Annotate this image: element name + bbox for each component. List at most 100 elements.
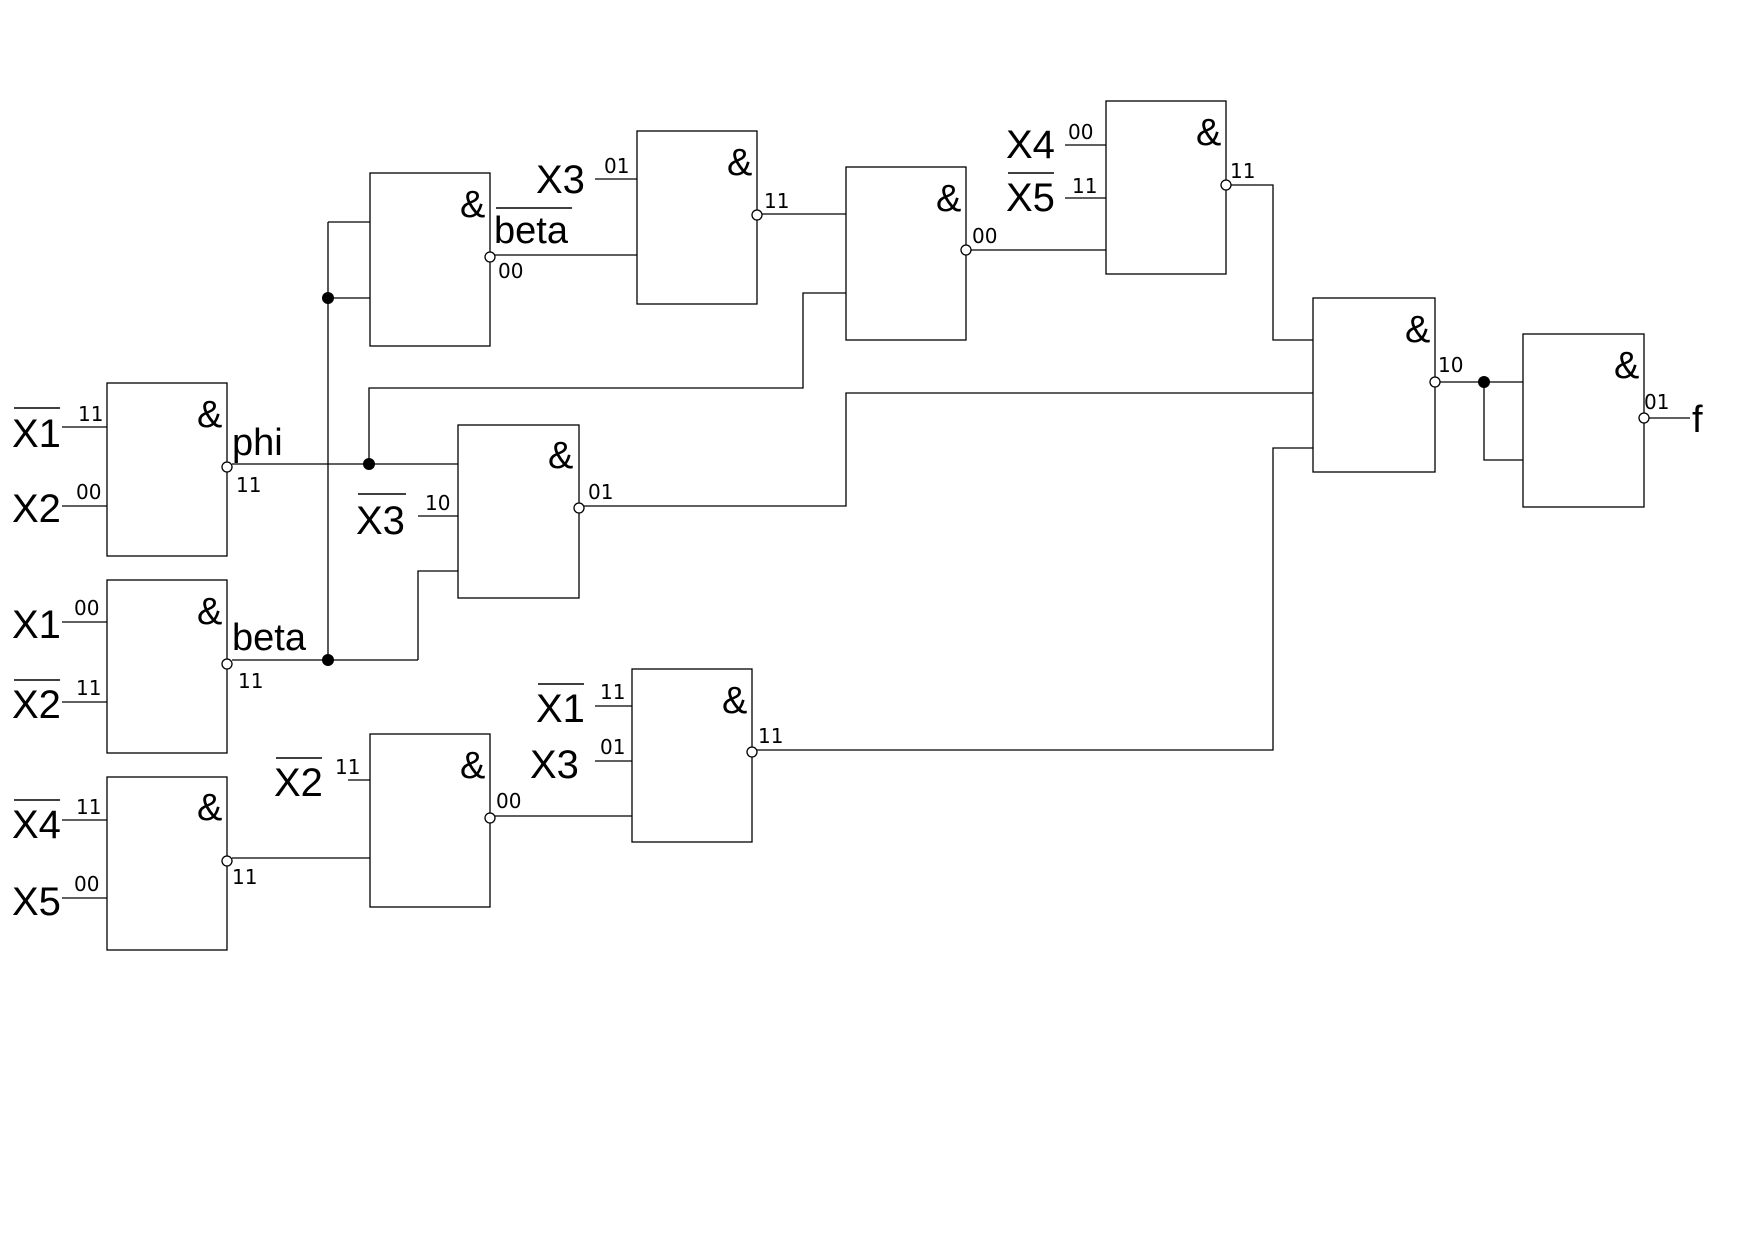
input-label: X1	[12, 412, 61, 456]
and-symbol: &	[727, 142, 752, 184]
gate-g3: &	[106, 776, 233, 951]
logic-codes: 11 00 00 11 11 00 10 11 01 11 01 00 11 1…	[74, 120, 1669, 896]
and-gate-body	[845, 166, 967, 341]
junction-dot	[322, 654, 334, 666]
inverter-bubble	[751, 209, 763, 221]
output-label-f: f	[1692, 399, 1703, 441]
junction-dot	[363, 458, 375, 470]
output-code: 10	[1438, 353, 1463, 377]
signal-label-beta-negated: beta	[494, 210, 569, 252]
input-code: 11	[1072, 174, 1097, 198]
gate-g8: &	[631, 668, 758, 843]
and-gate-body	[636, 130, 758, 305]
inverter-bubble	[221, 658, 233, 670]
signal-labels: phi beta beta f	[232, 207, 1703, 659]
junctions	[322, 292, 1490, 666]
and-symbol: &	[460, 184, 485, 226]
gate-g7: &	[636, 130, 763, 305]
input-label: X2	[12, 683, 61, 727]
inverter-bubble	[221, 461, 233, 473]
and-symbol: &	[1614, 345, 1639, 387]
input-code: 00	[74, 596, 99, 620]
input-code: 11	[76, 795, 101, 819]
output-code: 11	[236, 473, 261, 497]
output-code: 11	[238, 669, 263, 693]
gate-g10: &	[1105, 100, 1232, 275]
gate-g1: &	[106, 382, 233, 557]
and-symbol: &	[460, 745, 485, 787]
output-code: 11	[232, 865, 257, 889]
and-symbol: &	[197, 591, 222, 633]
wire-beta-to-g5	[417, 570, 458, 660]
wire-g11-to-g12-in2	[1483, 382, 1523, 461]
and-gate-body	[1105, 100, 1227, 275]
input-code: 01	[600, 735, 625, 759]
and-gate-body	[106, 776, 228, 951]
and-symbol: &	[722, 680, 747, 722]
input-label: X4	[12, 803, 61, 847]
output-code: 01	[588, 480, 613, 504]
output-code: 11	[1230, 159, 1255, 183]
input-label: X2	[274, 761, 323, 805]
input-label: X4	[1006, 123, 1055, 167]
gate-g11: &	[1312, 297, 1441, 473]
input-label: X3	[356, 499, 405, 543]
input-code: 01	[604, 154, 629, 178]
and-symbol: &	[1196, 112, 1221, 154]
input-label: X2	[12, 487, 61, 531]
wires	[62, 144, 1690, 899]
and-symbol: &	[936, 178, 961, 220]
gate-g9: &	[845, 166, 972, 341]
and-gate-body	[106, 382, 228, 557]
output-code: 00	[972, 224, 997, 248]
input-label: X3	[530, 743, 579, 787]
inverter-bubble	[1638, 412, 1650, 424]
output-code: 00	[498, 259, 523, 283]
gate-g2: &	[106, 579, 233, 754]
input-label: X1	[536, 687, 585, 731]
and-gate-body	[631, 668, 753, 843]
input-label: X1	[12, 603, 61, 647]
and-symbol: &	[1405, 309, 1430, 351]
input-code: 10	[425, 491, 450, 515]
junction-dot	[322, 292, 334, 304]
inverter-bubble	[1429, 376, 1441, 388]
wire-phi-to-g9	[368, 292, 846, 464]
input-labels: X1 X2 X1 X2 X4 X5 X3 X2 X3 X1 X3 X4 X5	[12, 123, 1055, 924]
and-gate-body	[369, 172, 491, 347]
signal-label-beta: beta	[232, 617, 307, 659]
inverter-bubble	[1220, 179, 1232, 191]
and-symbol: &	[197, 787, 222, 829]
wire-g8-out	[756, 447, 1313, 751]
input-label: X5	[1006, 176, 1055, 220]
inverter-bubble	[484, 812, 496, 824]
and-symbol: &	[197, 394, 222, 436]
gate-g6: &	[369, 733, 496, 908]
input-label: X5	[12, 880, 61, 924]
input-code: 11	[76, 676, 101, 700]
input-code: 00	[1068, 120, 1093, 144]
and-gate-body	[457, 424, 580, 599]
input-code: 11	[335, 755, 360, 779]
gate-g12: &	[1522, 333, 1650, 508]
wire-g5-out	[584, 392, 1313, 507]
wire-g10-out	[1231, 184, 1313, 341]
output-code: 01	[1644, 390, 1669, 414]
input-code: 11	[78, 402, 103, 426]
input-code: 11	[600, 680, 625, 704]
gate-g5: &	[457, 424, 585, 599]
inverter-bubble	[573, 502, 585, 514]
output-code: 00	[496, 789, 521, 813]
inverter-bubble	[484, 251, 496, 263]
signal-label-phi: phi	[232, 422, 283, 464]
output-code: 11	[764, 189, 789, 213]
inverter-bubble	[960, 244, 972, 256]
output-code: 11	[758, 724, 783, 748]
and-symbol: &	[548, 435, 573, 477]
and-gate-body	[1312, 297, 1436, 473]
gate-g4: &	[369, 172, 496, 347]
input-code: 00	[74, 872, 99, 896]
inverter-bubble	[221, 855, 233, 867]
and-gate-body	[1522, 333, 1645, 508]
